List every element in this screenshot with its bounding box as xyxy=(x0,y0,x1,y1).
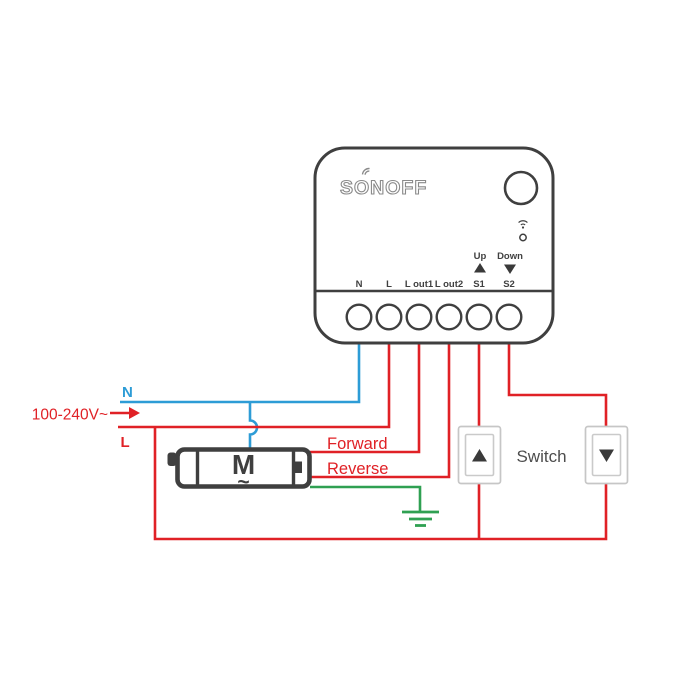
ground-wire xyxy=(310,485,439,527)
up-triangle-icon xyxy=(474,263,486,273)
terminal-hole-s2 xyxy=(495,303,523,331)
terminal-label-lout1: L out1 xyxy=(405,279,434,290)
pairing-button xyxy=(503,170,539,206)
terminal-labels: N L L out1 L out2 S1 S2 xyxy=(356,279,515,290)
live-wires xyxy=(110,341,608,541)
wifi-icon xyxy=(518,220,528,229)
brand-logo: SONOFF xyxy=(339,167,427,200)
s1-direction-label: Up xyxy=(474,251,487,262)
motor: M ~ xyxy=(167,447,312,494)
forward-wire xyxy=(310,341,421,454)
s2-direction-label: Down xyxy=(497,251,523,262)
reverse-wire xyxy=(310,341,451,479)
ground-icon xyxy=(402,510,439,527)
motor-body xyxy=(175,447,312,489)
up-switch xyxy=(457,425,502,485)
terminal-hole-l xyxy=(375,303,403,331)
down-switch xyxy=(584,425,629,485)
device-outline xyxy=(313,146,555,345)
switch-label: Switch xyxy=(516,447,566,466)
motor-shaft-nub xyxy=(167,452,177,466)
neutral-wire-run xyxy=(120,341,361,404)
terminal-label-s2: S2 xyxy=(503,279,515,290)
live-label: L xyxy=(121,434,130,451)
terminal-label-n: N xyxy=(356,279,363,290)
reverse-label: Reverse xyxy=(327,460,388,478)
down-triangle-icon xyxy=(504,264,516,274)
terminal-label-s1: S1 xyxy=(473,279,485,290)
motor-brush-block xyxy=(293,461,302,473)
terminal-hole-s1 xyxy=(465,303,493,331)
terminal-hole-lout2 xyxy=(435,303,463,331)
live-feed-wire xyxy=(118,341,391,429)
ground-wire-run xyxy=(310,485,422,511)
terminal-hole-n xyxy=(345,303,373,331)
brand-logo-text: SONOFF xyxy=(340,177,427,199)
brand-sound-waves-icon xyxy=(361,167,370,175)
neutral-label: N xyxy=(122,384,133,401)
down-switch-arrow-icon xyxy=(599,449,614,462)
voltage-label: 100-240V~ xyxy=(32,407,108,424)
up-switch-arrow-icon xyxy=(472,449,487,462)
motor-ac-symbol: ~ xyxy=(237,471,249,494)
terminal-label-l: L xyxy=(386,279,392,290)
s2-wire xyxy=(507,341,608,430)
terminal-block xyxy=(345,303,523,331)
terminal-label-lout2: L out2 xyxy=(435,279,463,290)
live-return-wire xyxy=(153,427,608,541)
device-body: SONOFF Up Down N L L out1 L out2 S1 S2 xyxy=(313,146,555,345)
motor-symbol: M xyxy=(232,449,255,480)
supply-arrow-icon xyxy=(129,407,140,419)
forward-label: Forward xyxy=(327,435,388,453)
led-indicator xyxy=(519,233,527,242)
terminal-hole-lout1 xyxy=(405,303,433,331)
